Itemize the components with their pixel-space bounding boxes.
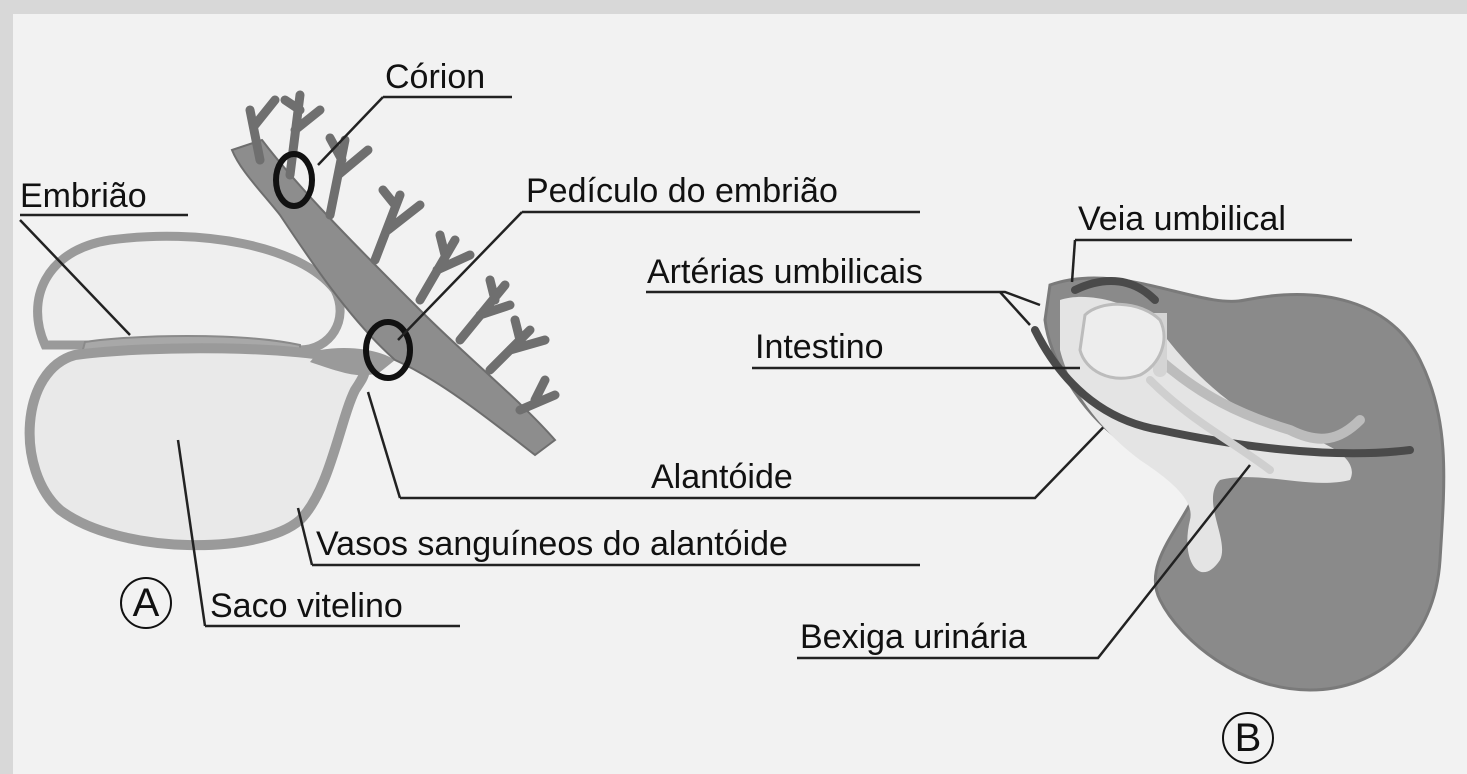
intestine [1080,304,1164,378]
label-bexiga-urinaria: Bexiga urinária [800,618,1027,656]
label-alantoide: Alantóide [651,458,793,496]
yolk-sac [30,348,365,545]
label-vasos-sanguineos-do-alantoide: Vasos sanguíneos do alantóide [316,525,788,563]
label-corion: Córion [385,58,485,96]
label-arterias-umbilicais: Artérias umbilicais [647,253,923,291]
panel-label-a: A [120,577,172,629]
label-veia-umbilical: Veia umbilical [1078,200,1286,238]
label-intestino: Intestino [755,328,884,366]
label-saco-vitelino: Saco vitelino [210,587,403,625]
amniotic-cavity [38,236,341,350]
panel-label-b: B [1222,712,1274,764]
label-embriao: Embrião [20,177,147,215]
label-pediculo-do-embriao: Pedículo do embrião [526,172,838,210]
